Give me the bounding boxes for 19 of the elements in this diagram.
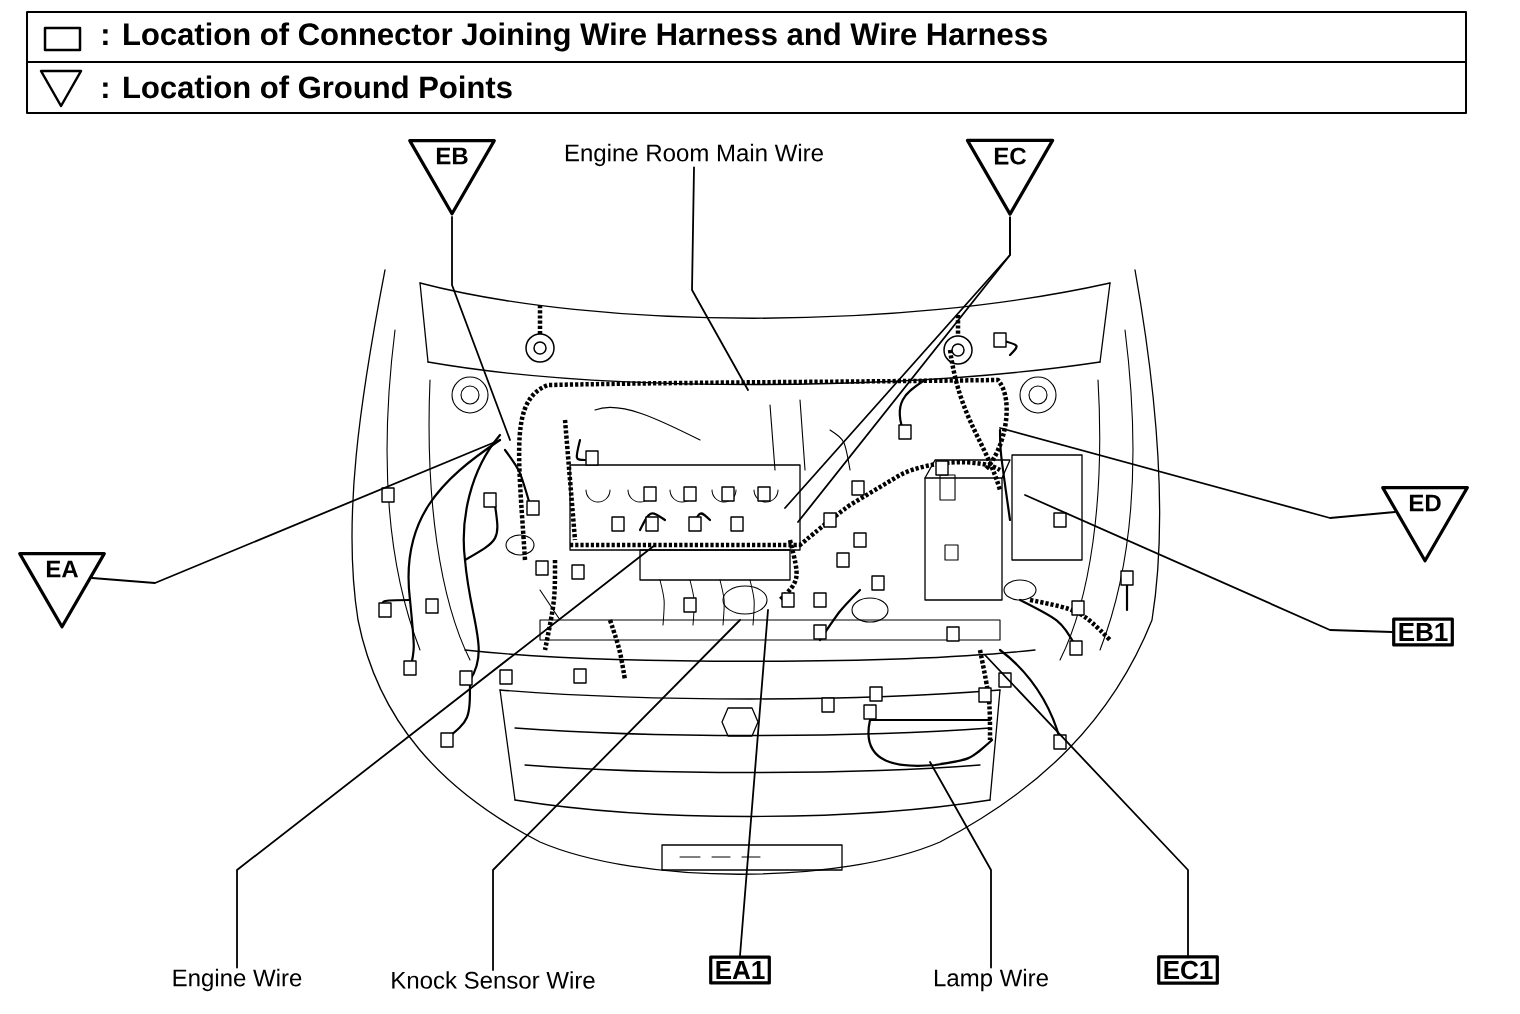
leader-line (1024, 494, 1393, 633)
wire-label: Lamp Wire (934, 968, 1048, 992)
connector-code-box: EA1 (709, 955, 771, 985)
wire-label: Engine Room Main Wire (565, 143, 823, 167)
leader-line (236, 544, 656, 969)
legend-text: : Location of Ground Points (103, 75, 512, 99)
leader-line (451, 216, 511, 441)
wire-label: Engine Wire (173, 968, 302, 992)
leader-line (492, 619, 741, 971)
leader-line (91, 439, 501, 584)
connector-code-box: EB1 (1392, 617, 1454, 647)
leader-line (929, 761, 992, 969)
connector-code-box: EC1 (1157, 955, 1219, 985)
leader-line (984, 654, 1189, 957)
leader-line (739, 609, 769, 957)
wire-label: Knock Sensor Wire (392, 971, 595, 989)
legend-text: : Location of Connector Joining Wire Harness and Wire Harness (103, 22, 1047, 52)
leader-line (691, 166, 749, 391)
leader-line (999, 427, 1396, 519)
